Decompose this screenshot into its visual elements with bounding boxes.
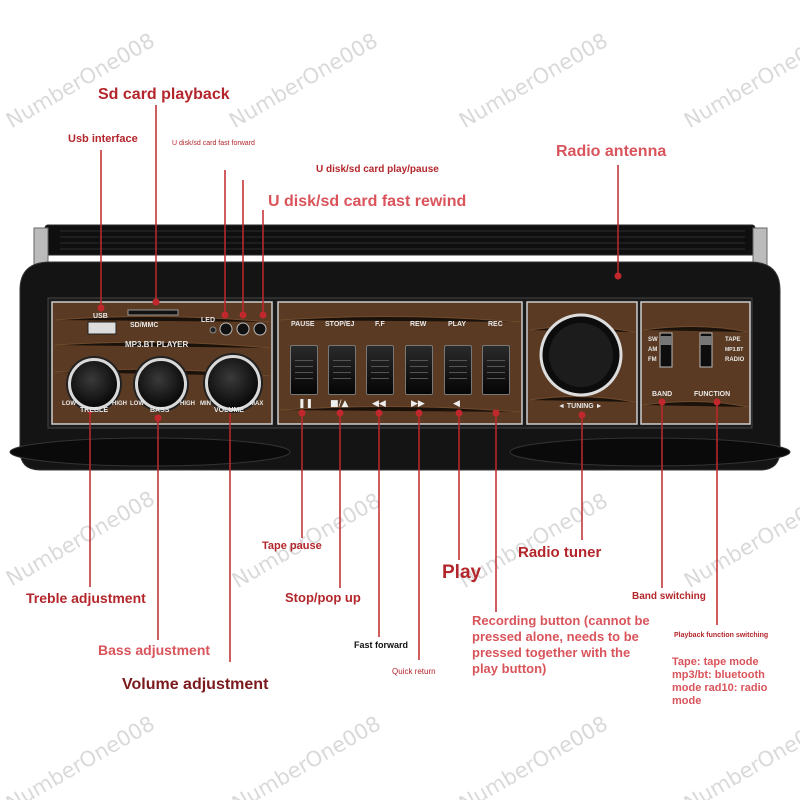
speaker-right <box>509 437 791 467</box>
rewind-key[interactable] <box>405 345 433 395</box>
annotation-treble-adjustment: Treble adjustment <box>26 590 146 606</box>
leader-lines <box>89 105 718 662</box>
volume-min-label: MIN <box>200 401 211 407</box>
annotation-tape-mode-note: Tape: tape mode mp3/bt: bluetooth mode r… <box>672 656 768 707</box>
annotation-u-disk-fast-forward: U disk/sd card fast forward <box>172 140 255 147</box>
annotation-quick-return: Quick return <box>392 667 436 676</box>
stop-eject-symbol: ■/▲ <box>330 399 349 409</box>
play-key-label: PLAY <box>448 321 467 328</box>
volume-label: VOLUME <box>214 407 244 414</box>
annotation-bass-adjustment: Bass adjustment <box>98 642 211 658</box>
band-label: BAND <box>652 391 673 398</box>
annotation-tape-pause: Tape pause <box>262 540 322 552</box>
treble-label: TREBLE <box>80 407 108 414</box>
treble-low-label: LOW <box>62 401 76 407</box>
sd-slot <box>127 309 179 316</box>
band-option-sw: SW <box>648 337 658 343</box>
band-option-am: AM <box>648 347 658 353</box>
fast-rewind-button <box>253 322 267 336</box>
led-label: LED <box>201 317 215 324</box>
led-indicator <box>209 326 217 334</box>
annotation-fast-forward: Fast forward <box>354 640 409 650</box>
annotation-sd-card-playback: Sd card playback <box>98 86 230 103</box>
annotation-usb-interface: Usb interface <box>68 133 138 145</box>
speaker-left <box>9 437 291 467</box>
stop-eject-key-label: STOP/EJ <box>325 321 355 328</box>
record-key[interactable] <box>482 345 510 395</box>
mp3-bt-player-label: MP3.BT PLAYER <box>125 340 189 349</box>
fast-forward-key-label: F.F <box>375 321 385 328</box>
treble-high-label: HIGH <box>112 401 127 407</box>
volume-knob[interactable] <box>205 355 261 411</box>
pause-symbol: ❚❚ <box>298 399 314 409</box>
fast-forward-key[interactable] <box>366 345 394 395</box>
volume-max-label: MAX <box>250 401 264 407</box>
wood-panel-center <box>277 301 523 425</box>
annotation-playback-function-switching: Playback function switching <box>674 632 769 639</box>
annotation-u-disk-fast-rewind: U disk/sd card fast rewind <box>268 193 467 210</box>
annotation-volume-adjustment: Volume adjustment <box>122 676 269 693</box>
pause-key-label: PAUSE <box>291 321 315 328</box>
treble-knob[interactable] <box>68 358 120 410</box>
annotation-stop-pop-up: Stop/pop up <box>285 590 361 605</box>
band-option-fm: FM <box>648 357 657 363</box>
stop-eject-key[interactable] <box>328 345 356 395</box>
play-symbol: ◀ <box>453 399 460 409</box>
leader-dots <box>86 272 721 422</box>
bass-label: BASS <box>150 407 170 414</box>
play-pause-button <box>236 322 250 336</box>
rewind-key-label: REW <box>410 321 427 328</box>
fast-forward-button <box>219 322 233 336</box>
usb-port <box>87 321 117 335</box>
function-option-tape: TAPE <box>725 337 741 343</box>
pause-key[interactable] <box>290 345 318 395</box>
annotation-play: Play <box>442 562 482 583</box>
annotation-u-disk-play-pause: U disk/sd card play/pause <box>316 164 439 175</box>
tuning-label: ◄ TUNING ► <box>558 403 603 410</box>
function-option-radio: RADIO <box>725 357 745 363</box>
play-key[interactable] <box>444 345 472 395</box>
fast-forward-symbol: ◀◀ <box>372 399 386 409</box>
function-option-mp3bt: MP3.BT <box>725 347 744 353</box>
rewind-symbol: ▶▶ <box>411 399 425 409</box>
bass-low-label: LOW <box>130 401 144 407</box>
annotation-recording-button: Recording button (cannot be pressed alon… <box>472 613 650 676</box>
record-key-label: REC <box>488 321 503 328</box>
usb-label: USB <box>93 313 108 320</box>
annotation-radio-tuner: Radio tuner <box>518 544 602 561</box>
annotation-radio-antenna: Radio antenna <box>556 143 667 160</box>
handle-bar <box>44 224 756 256</box>
function-label: FUNCTION <box>694 391 731 398</box>
bass-high-label: HIGH <box>180 401 195 407</box>
bass-knob[interactable] <box>135 358 187 410</box>
sd-mmc-label: SD/MMC <box>130 322 159 329</box>
annotation-band-switching: Band switching <box>632 591 706 602</box>
